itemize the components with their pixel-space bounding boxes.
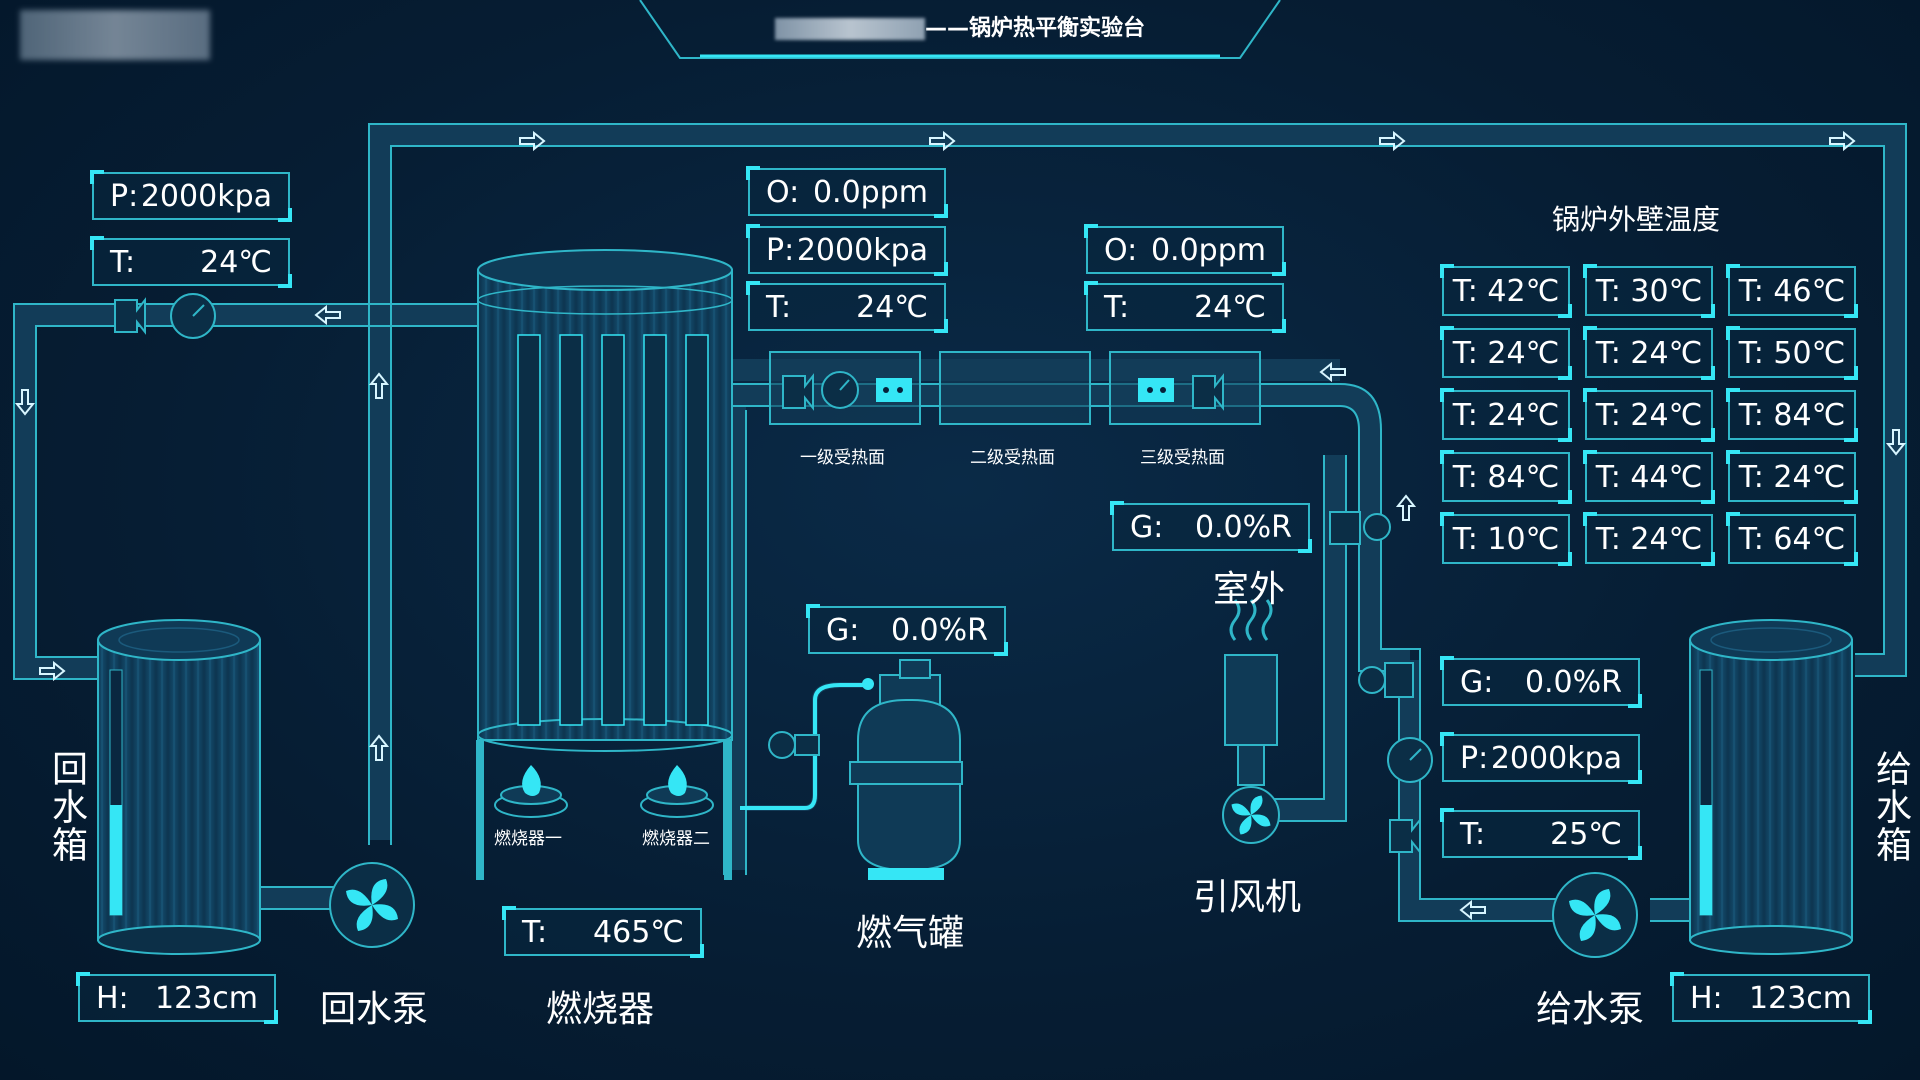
wall-temp-cell: T: 42℃: [1440, 264, 1572, 318]
value: 25℃: [1550, 816, 1622, 852]
stage1-temp-readout: T: 24℃: [746, 281, 948, 333]
value: 0.0%R: [890, 612, 988, 648]
label-key: O:: [1104, 232, 1138, 268]
boiler: [476, 249, 733, 880]
wall-temp-cell: T: 30℃: [1583, 264, 1715, 318]
return-temp-readout: T: 24℃: [90, 236, 292, 288]
supply-tank-level-readout: H: 123cm: [1670, 972, 1872, 1024]
wall-temp-cell: T: 24℃: [1440, 326, 1572, 380]
burner1-label: 燃烧器一: [494, 829, 562, 849]
label-key: T:: [522, 914, 548, 950]
wall-temp-cell: T: 24℃: [1583, 388, 1715, 442]
value: 24℃: [200, 244, 272, 280]
heat-surfaces: [769, 351, 1261, 425]
return-tank-level-bar: [110, 805, 122, 915]
label-key: T:: [766, 289, 792, 325]
stage3-temp-readout: T: 24℃: [1084, 281, 1286, 333]
stage3-o2-readout: O: 0.0ppm: [1084, 224, 1286, 276]
water-tanks: [97, 619, 1853, 955]
wall-temp-cell: T: 44℃: [1583, 450, 1715, 504]
stage1-pressure-readout: P:2000kpa: [746, 224, 948, 276]
wall-temp-cell: T: 24℃: [1726, 450, 1858, 504]
header-frame: [639, 0, 1281, 59]
wall-temp-cell: T: 84℃: [1440, 450, 1572, 504]
value: 123cm: [1749, 980, 1852, 1016]
supply-valve-readout: G: 0.0%R: [1440, 656, 1642, 708]
stage1-label: 一级受热面: [800, 448, 885, 468]
return-pressure-readout: P:2000kpa: [90, 170, 292, 222]
stage3-label: 三级受热面: [1140, 448, 1225, 468]
outdoor-label: 室外: [1213, 569, 1286, 610]
value: 0.0%R: [1524, 664, 1622, 700]
wall-temp-cell: T: 50℃: [1726, 326, 1858, 380]
wall-temp-cell: T: 24℃: [1440, 388, 1572, 442]
supply-temp-readout: T: 25℃: [1440, 808, 1642, 860]
label-key: T:: [110, 244, 136, 280]
label-key: H:: [96, 980, 129, 1016]
value: 24℃: [856, 289, 928, 325]
value: 465℃: [593, 914, 684, 950]
return-tank-label: 回水箱: [46, 750, 87, 864]
label-key: H:: [1690, 980, 1723, 1016]
label-key: G:: [1460, 664, 1494, 700]
label-key: T:: [1460, 816, 1486, 852]
title-text: ——锅炉热平衡实验台: [924, 16, 1145, 41]
fan-stack: [1224, 599, 1278, 786]
burner-temp-readout: T: 465℃: [502, 906, 704, 958]
wall-temp-cell: T: 24℃: [1583, 512, 1715, 566]
value: 2000kpa: [796, 232, 928, 268]
burner2-label: 燃烧器二: [642, 829, 710, 849]
supply-pressure-readout: P:2000kpa: [1440, 732, 1642, 784]
pump-blades: [346, 795, 1621, 941]
gas-valve-readout: G: 0.0%R: [806, 604, 1008, 656]
supply-tank-label: 给水箱: [1870, 750, 1911, 864]
wall-temp-cell: T: 84℃: [1726, 388, 1858, 442]
return-tank-level-readout: H: 123cm: [76, 972, 278, 1024]
value: 0.0ppm: [812, 174, 928, 210]
return-pump-label: 回水泵: [320, 989, 429, 1030]
label-key: P:: [110, 178, 139, 214]
wall-temp-cell: T: 24℃: [1583, 326, 1715, 380]
fan-label: 引风机: [1193, 877, 1302, 918]
label-key: G:: [1130, 509, 1164, 545]
burner-flames: [494, 765, 714, 818]
value: 2000kpa: [140, 178, 272, 214]
gas-tank-shape: [849, 659, 963, 880]
value: 0.0%R: [1194, 509, 1292, 545]
wall-temp-cell: T: 10℃: [1440, 512, 1572, 566]
label-key: O:: [766, 174, 800, 210]
label-key: G:: [826, 612, 860, 648]
supply-pump-label: 给水泵: [1536, 989, 1645, 1030]
supply-tank-level-bar: [1700, 805, 1712, 915]
page-title: ——锅炉热平衡实验台: [760, 10, 1160, 42]
wall-temp-cell: T: 64℃: [1726, 512, 1858, 566]
gauges: [114, 293, 1433, 855]
label-key: P:: [766, 232, 795, 268]
stage2-label: 二级受热面: [970, 448, 1055, 468]
value: 123cm: [155, 980, 258, 1016]
label-key: T:: [1104, 289, 1130, 325]
stage1-o2-readout: O: 0.0ppm: [746, 166, 948, 218]
company-logo: [20, 10, 210, 60]
value: 2000kpa: [1490, 740, 1622, 776]
value: 24℃: [1194, 289, 1266, 325]
title-blurred-prefix: [774, 18, 925, 40]
fan-valve-readout: G: 0.0%R: [1110, 501, 1312, 553]
wall-temp-cell: T: 46℃: [1726, 264, 1858, 318]
label-key: P:: [1460, 740, 1489, 776]
gas-tank-label: 燃气罐: [856, 913, 965, 954]
burner-label: 燃烧器: [546, 989, 655, 1030]
wall-temps-title: 锅炉外壁温度: [1552, 203, 1721, 236]
value: 0.0ppm: [1150, 232, 1266, 268]
